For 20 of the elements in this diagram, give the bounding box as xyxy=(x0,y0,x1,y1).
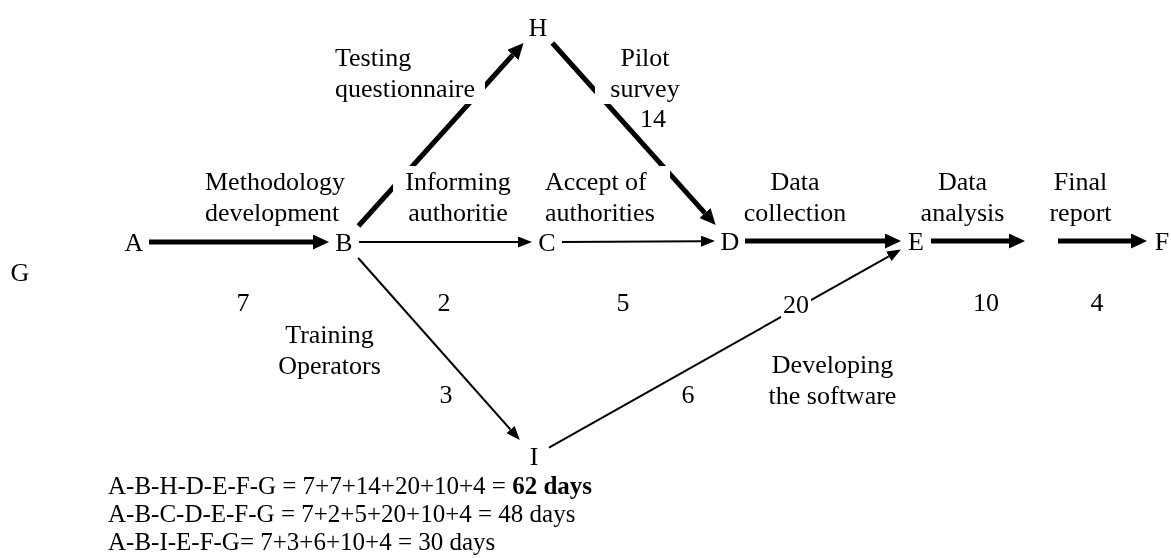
event-letter: D xyxy=(720,225,740,257)
event-letter: B xyxy=(335,226,353,258)
path-sum-text: A-B-H-D-E-F-G = 7+7+14+20+10+4 = 62 days xyxy=(108,472,593,500)
path-sum-text: A-B-C-D-E-F-G = 7+2+5+20+10+4 = 48 days xyxy=(108,500,576,528)
event-letter: F xyxy=(1154,225,1170,257)
arrow xyxy=(149,234,329,250)
arrow xyxy=(1058,233,1147,249)
arrow xyxy=(357,257,520,440)
arrow xyxy=(931,233,1025,249)
arrow xyxy=(550,41,716,225)
path-sum-text: A-B-I-E-F-G= 7+3+6+10+4 = 30 days xyxy=(108,528,496,556)
event-letter: H xyxy=(528,11,548,43)
arrow xyxy=(358,236,532,248)
event-letter: C xyxy=(538,226,556,258)
event-letter: E xyxy=(908,226,924,257)
event-letter: I xyxy=(529,440,539,472)
arrow xyxy=(548,249,901,449)
arrow xyxy=(745,233,901,249)
arrow xyxy=(561,235,715,247)
event-letter: A xyxy=(124,226,144,258)
